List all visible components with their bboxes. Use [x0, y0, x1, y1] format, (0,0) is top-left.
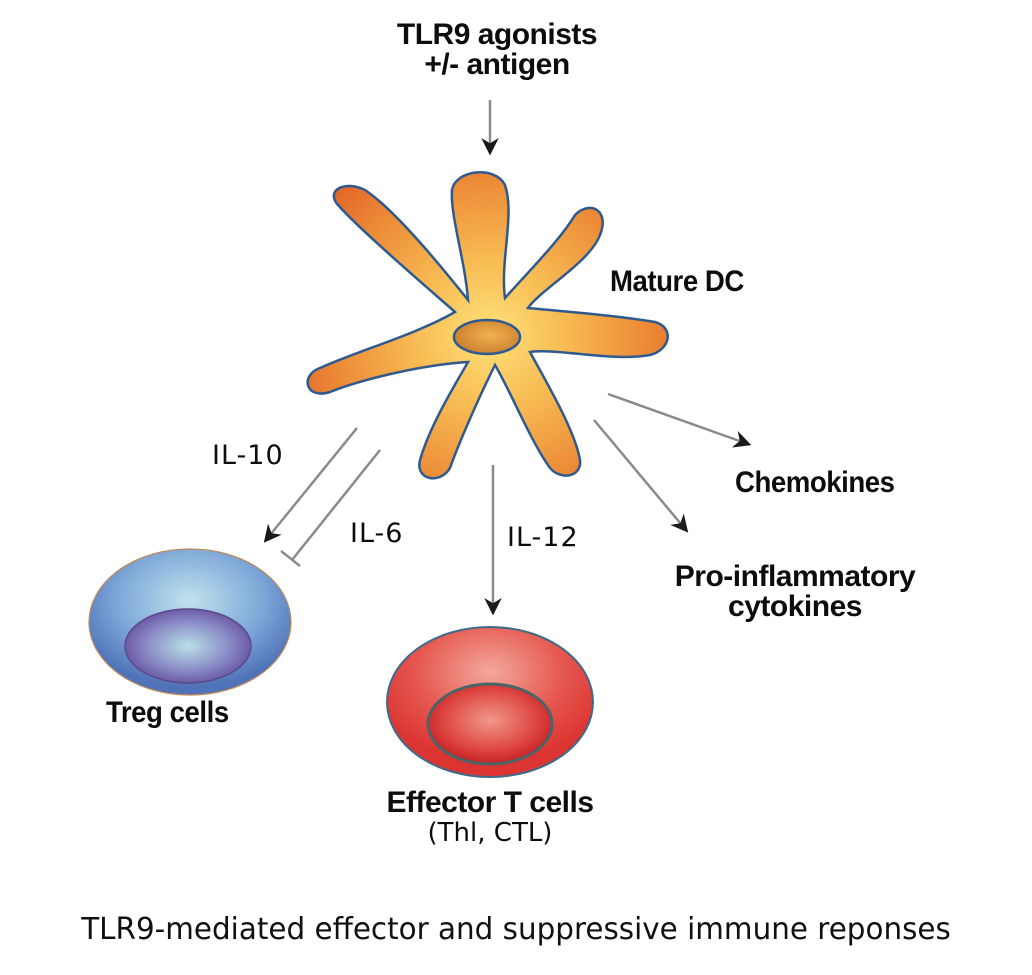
il6-label: IL-6 [350, 518, 404, 549]
input-title-line2: +/- antigen [424, 48, 570, 81]
mature-dc-label: Mature DC [610, 265, 744, 298]
effector-line1: Effector T cells [386, 786, 594, 819]
dc-nucleus [452, 318, 522, 356]
il6-inhibition-bar [280, 550, 301, 567]
il12-label: IL-12 [507, 522, 579, 553]
treg-cell [88, 548, 292, 696]
proinflammatory-arrow [593, 419, 689, 533]
chemokines-arrow [607, 392, 752, 448]
treg-inner [124, 608, 252, 684]
effector-cell [386, 626, 594, 778]
effector-line2: (Thl, CTL) [427, 818, 553, 848]
il6-inhibition-line [291, 449, 381, 561]
il10-label: IL-10 [212, 440, 284, 471]
proinflammatory-line1: Pro-inflammatory [674, 560, 916, 593]
mature-dc-cell [306, 171, 669, 480]
effector-label: Effector T cells (Thl, CTL) [350, 786, 630, 848]
proinflammatory-label: Pro-inflammatory cytokines [640, 560, 950, 624]
il10-arrow [263, 427, 358, 543]
effector-inner [426, 682, 554, 766]
chemokines-label: Chemokines [735, 466, 895, 499]
treg-label: Treg cells [106, 696, 229, 729]
input-title: TLR9 agonists +/- antigen [372, 18, 622, 82]
figure-caption: TLR9-mediated effector and suppressive i… [81, 912, 951, 947]
proinflammatory-line2: cytokines [728, 590, 862, 623]
input-title-line1: TLR9 agonists [396, 18, 598, 51]
